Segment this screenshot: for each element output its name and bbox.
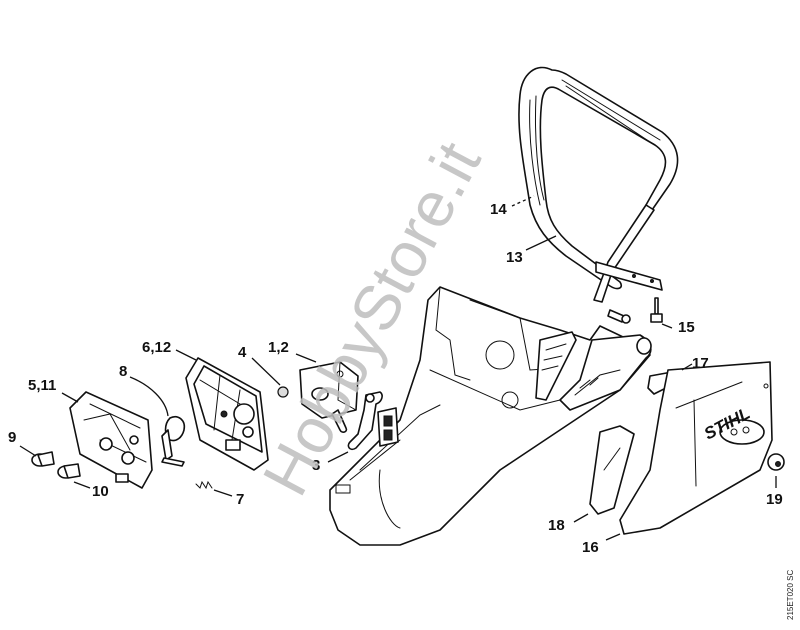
callout-10[interactable]: 10 [92, 483, 109, 500]
callout-1-2[interactable]: 1,2 [268, 339, 289, 356]
nut-4[interactable] [277, 386, 289, 398]
callout-6-12[interactable]: 6,12 [142, 339, 171, 356]
spring-7[interactable] [195, 480, 213, 490]
callout-5-11[interactable]: 5,11 [28, 377, 56, 394]
callout-19[interactable]: 19 [766, 491, 783, 508]
air-filter-cover[interactable] [69, 391, 153, 489]
callout-18[interactable]: 18 [548, 517, 565, 534]
drawing-code: 215ET020 SC [786, 570, 795, 620]
switch[interactable] [377, 407, 399, 447]
callout-14[interactable]: 14 [490, 201, 507, 218]
main-housing[interactable] [329, 286, 652, 546]
leader-lines [19, 195, 777, 541]
collar-nut-19[interactable] [767, 453, 785, 471]
air-filter-base[interactable] [185, 357, 269, 471]
callout-16[interactable]: 16 [582, 539, 599, 556]
plug-10[interactable] [57, 463, 81, 479]
sprocket-cover[interactable]: STIHL [619, 361, 773, 535]
callout-7[interactable]: 7 [236, 491, 244, 508]
callout-17[interactable]: 17 [692, 355, 709, 372]
handle-bar[interactable] [518, 66, 679, 303]
callout-13[interactable]: 13 [506, 249, 523, 266]
callout-15[interactable]: 15 [678, 319, 695, 336]
callout-8[interactable]: 8 [119, 363, 127, 380]
callout-9[interactable]: 9 [8, 429, 16, 446]
plug-9[interactable] [31, 451, 55, 467]
choke-lever[interactable] [161, 415, 186, 467]
callout-4[interactable]: 4 [238, 344, 247, 361]
throttle-trigger[interactable] [347, 391, 383, 451]
screw-15[interactable] [650, 297, 663, 323]
chain-guide-plate[interactable] [589, 425, 635, 515]
screw-left[interactable] [607, 309, 631, 324]
callout-3[interactable]: 3 [312, 457, 320, 474]
carburetor[interactable] [299, 361, 359, 433]
callout-labels: 1,2 3 4 5,11 6,12 7 8 9 10 13 14 15 16 1… [8, 201, 783, 556]
